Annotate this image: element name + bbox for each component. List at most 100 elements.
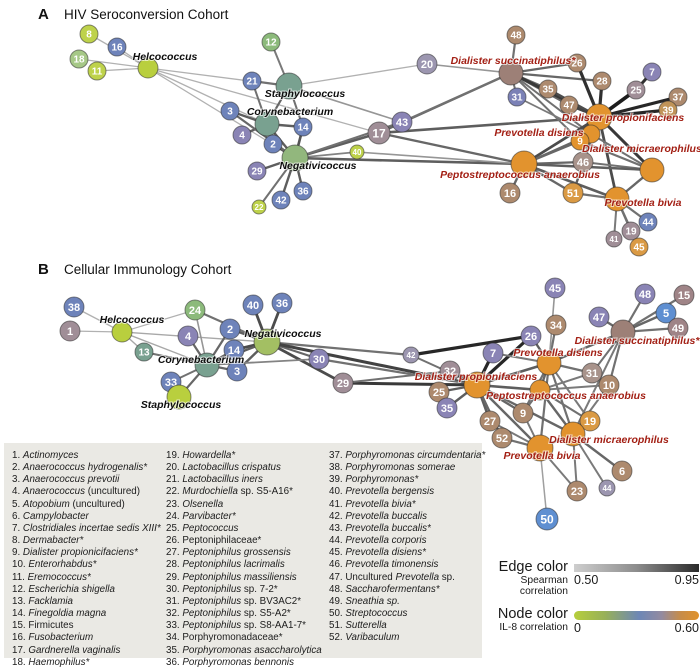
node-A-16 [499, 182, 521, 204]
species-item-17: 17. Gardnerella vaginalis [12, 644, 121, 656]
node-number-B-47: 47 [593, 312, 605, 324]
node-color-title: Node color [497, 605, 568, 622]
node-A-20 [416, 53, 438, 75]
species-item-50: 50. Streptococcus [329, 608, 408, 620]
node-number-B-2: 2 [227, 324, 233, 336]
node-B-Negativicoccus [253, 328, 281, 356]
hub-label-prevotella-bivia: Prevotella bivia [604, 197, 681, 209]
edge-A31-Adis [516, 96, 592, 135]
species-item-23: 23. Olsenella [166, 498, 224, 510]
species-item-46: 46. Prevotella timonensis [329, 559, 439, 571]
species-item-14: 14. Finegoldia magna [12, 608, 107, 620]
node-number-B-15: 15 [678, 290, 690, 302]
species-item-8: 8. Dermabacter* [12, 535, 84, 547]
node-A-16 [107, 37, 127, 57]
edge-Bhel-Bcor [121, 331, 208, 366]
node-A-35 [538, 79, 558, 99]
node-number-A-37: 37 [672, 93, 684, 104]
node-number-A-16: 16 [111, 43, 123, 54]
edge-Bdis-Bbiv [538, 361, 551, 450]
node-color-min: 0 [574, 620, 581, 635]
node-number-A-21: 21 [246, 77, 258, 88]
node-A-48 [506, 25, 526, 45]
species-item-25: 25. Peptococcus [166, 522, 239, 534]
node-A-51 [562, 182, 584, 204]
node-B-50 [535, 507, 559, 531]
node-number-A-3: 3 [227, 107, 233, 118]
node-B-10 [598, 374, 620, 396]
edge-Bcor-B30 [206, 358, 320, 366]
edge-Bpro-Bbiv [475, 383, 542, 450]
edge-A40-Aana [356, 151, 525, 165]
node-number-B-40: 40 [247, 300, 259, 312]
species-item-49: 49. Sneathia sp. [329, 595, 400, 607]
node-B-Prevotella disiens [536, 350, 562, 376]
node-B-32 [439, 360, 461, 382]
node-B-Prevotella bivia [526, 434, 554, 462]
species-item-4: 4. Anaerococcus (uncultured) [12, 486, 140, 498]
edge-color-max: 0.95 [674, 573, 699, 587]
edge-Bneg-B29 [265, 340, 345, 385]
hub-label-corynebacterium: Corynebacterium [158, 354, 244, 366]
hub-label-dialister-propionifaciens: Dialister propionifaciens [562, 112, 685, 124]
node-number-A-22: 22 [255, 203, 264, 212]
node-B-23 [566, 480, 588, 502]
node-number-B-13: 13 [138, 348, 150, 359]
hub-label-helcococcus: Helcococcus [133, 51, 198, 63]
edge-B29-B32 [342, 370, 451, 384]
node-number-A-18: 18 [73, 55, 85, 66]
node-A-Staphylococcus [275, 72, 303, 100]
species-item-34: 34. Porphyromonadaceae* [166, 632, 283, 644]
node-B-9 [512, 402, 534, 424]
node-A-25 [626, 80, 646, 100]
species-item-18: 18. Haemophilus* [12, 656, 90, 668]
edge-A17-Aana [377, 131, 526, 166]
node-B-42 [402, 346, 420, 364]
node-number-A-41: 41 [610, 235, 619, 244]
node-B-45 [544, 277, 566, 299]
node-B-Peptostreptococcus anaerobius [529, 379, 551, 401]
node-number-A-45: 45 [633, 243, 645, 254]
species-item-20: 20. Lactobacillus crispatus [166, 462, 281, 474]
edge-Ahel-A18 [78, 58, 149, 69]
species-item-28: 28. Peptoniphilus lacrimalis [166, 559, 285, 571]
node-B-35 [436, 397, 458, 419]
species-item-21: 21. Lactobacillus iners [166, 474, 263, 486]
node-number-A-47: 47 [563, 101, 575, 112]
hub-label-prevotella-bivia: Prevotella bivia [503, 450, 580, 462]
node-number-B-25: 25 [433, 387, 445, 399]
species-item-40: 40. Prevotella bergensis [329, 486, 435, 498]
species-item-43: 43. Prevotella buccalis* [329, 522, 431, 534]
node-A-Peptostreptococcus anaerobius [510, 150, 538, 178]
node-number-B-27: 27 [484, 416, 496, 428]
node-B-31 [581, 362, 603, 384]
species-item-38: 38. Porphyromonas somerae [329, 462, 456, 474]
node-number-B-34: 34 [550, 320, 563, 332]
species-item-19: 19. Howardella* [166, 450, 236, 461]
species-item-12: 12. Escherichia shigella [12, 583, 115, 595]
node-A-45 [629, 237, 649, 257]
node-A-36 [293, 181, 313, 201]
species-legend-column-2: 19. Howardella*20. Lactobacillus crispat… [166, 450, 322, 669]
node-B-30 [308, 348, 330, 370]
node-number-A-35: 35 [542, 85, 554, 96]
hub-label-negativicoccus: Negativicoccus [279, 160, 356, 172]
node-B-26 [520, 325, 542, 347]
edge-color-min: 0.50 [574, 573, 599, 587]
node-A-37 [668, 87, 688, 107]
node-A-8 [79, 24, 99, 44]
edge-Bana-B10 [539, 384, 610, 391]
node-A-4 [232, 125, 252, 145]
node-number-A-44: 44 [642, 218, 654, 229]
node-A-Helcococcus [137, 57, 159, 79]
node-number-B-35: 35 [441, 403, 453, 415]
edge-Asuc-A28 [509, 71, 604, 83]
species-item-35: 35. Porphyromonas asaccharolytica [166, 644, 322, 656]
node-number-B-14: 14 [228, 345, 241, 357]
node-color-max: 0.60 [674, 620, 699, 635]
node-number-B-50: 50 [540, 512, 554, 526]
node-A-11 [87, 61, 107, 81]
species-item-5: 5. Atopobium (uncultured) [12, 498, 125, 510]
